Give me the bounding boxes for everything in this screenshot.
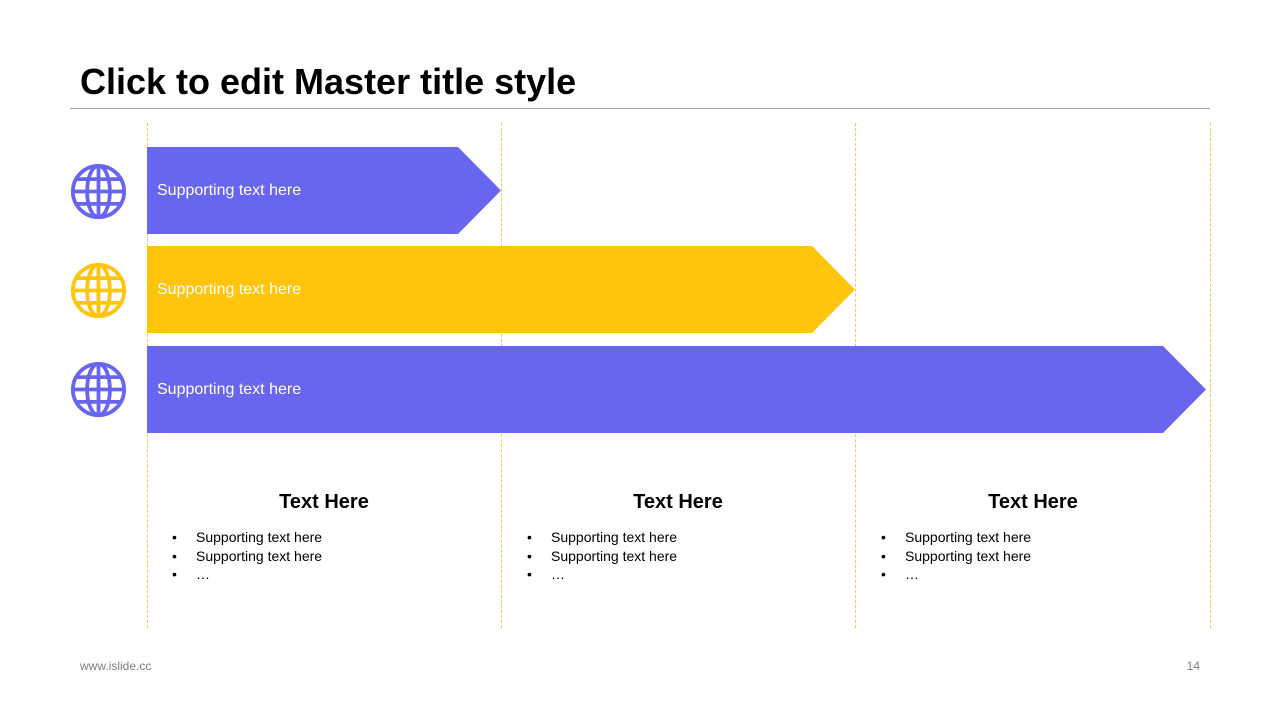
arrow-label[interactable]: Supporting text here — [157, 381, 302, 398]
bullet-item[interactable]: Supporting text here — [172, 528, 322, 547]
bullet-item[interactable]: … — [527, 565, 677, 584]
arrow-label[interactable]: Supporting text here — [157, 281, 302, 298]
slide-title[interactable]: Click to edit Master title style — [80, 61, 577, 102]
column-bullet-list: Supporting text here Supporting text her… — [172, 528, 322, 584]
timeline-arrow[interactable] — [147, 346, 1207, 433]
bullet-item[interactable]: Supporting text here — [881, 547, 1031, 566]
bullet-item[interactable]: … — [881, 565, 1031, 584]
footer-url: www.islide.cc — [80, 659, 152, 673]
timeline-arrow[interactable] — [147, 246, 856, 333]
column-title[interactable]: Text Here — [633, 491, 723, 513]
column-guide-line — [1210, 123, 1211, 628]
globe-icon — [70, 163, 127, 220]
bullet-item[interactable]: Supporting text here — [527, 528, 677, 547]
title-divider — [70, 108, 1210, 109]
column-bullet-list: Supporting text here Supporting text her… — [881, 528, 1031, 584]
bullet-item[interactable]: Supporting text here — [172, 547, 322, 566]
globe-icon — [70, 262, 127, 319]
column-bullet-list: Supporting text here Supporting text her… — [527, 528, 677, 584]
bullet-item[interactable]: Supporting text here — [881, 528, 1031, 547]
column-title[interactable]: Text Here — [279, 491, 369, 513]
globe-icon — [70, 361, 127, 418]
arrow-label[interactable]: Supporting text here — [157, 182, 302, 199]
timeline-arrow[interactable] — [147, 147, 502, 234]
page-number: 14 — [1186, 659, 1200, 673]
column-title[interactable]: Text Here — [988, 491, 1078, 513]
bullet-item[interactable]: … — [172, 565, 322, 584]
bullet-item[interactable]: Supporting text here — [527, 547, 677, 566]
